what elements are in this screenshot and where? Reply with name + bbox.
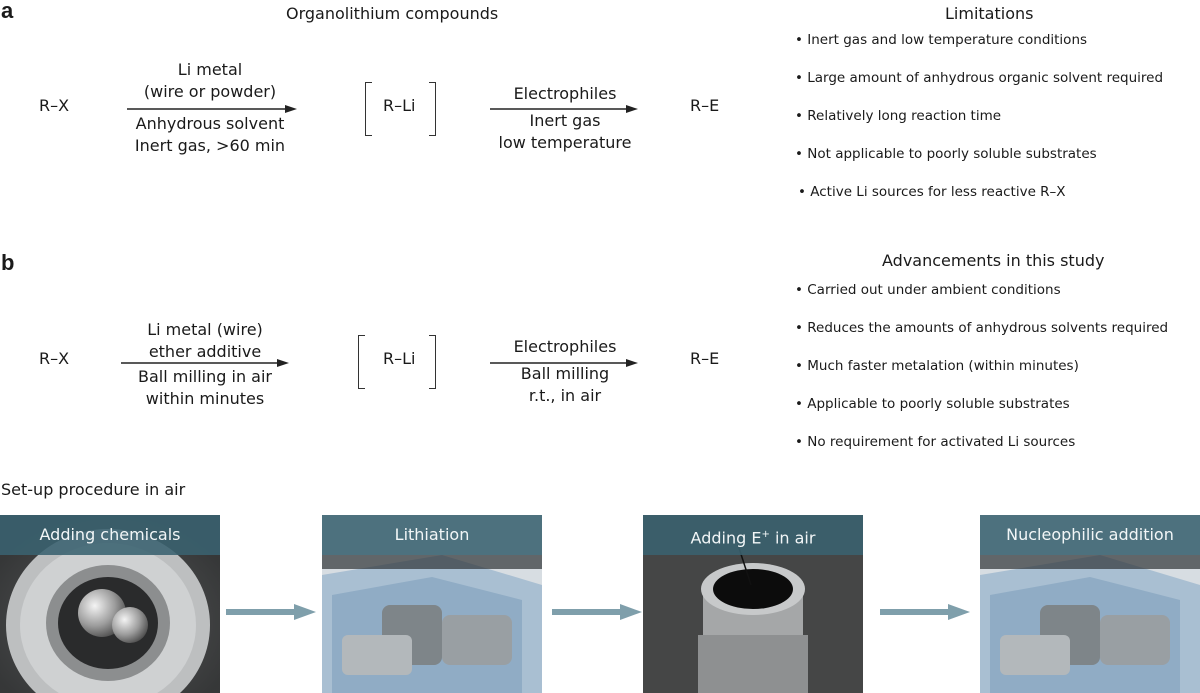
reaction-arrow-b2 <box>490 359 638 367</box>
product-a: R–E <box>690 96 720 115</box>
list-item: • Carried out under ambient conditions <box>795 282 1061 298</box>
list-item: • Active Li sources for less reactive R–… <box>798 184 1066 200</box>
intermediate-b: R–Li <box>383 349 416 368</box>
condition-line: Ball milling in air <box>137 367 272 386</box>
limitations-title: Limitations <box>945 4 1034 23</box>
list-item: • Relatively long reaction time <box>795 108 1002 124</box>
step-banner: Lithiation <box>322 515 542 555</box>
limitations-list: • Inert gas and low temperature conditio… <box>795 32 1163 222</box>
condition-line: r.t., in air <box>528 386 602 405</box>
condition-line: Inert gas, >60 min <box>134 136 286 155</box>
bracket-right-b <box>429 335 436 389</box>
list-item: • Reduces the amounts of anhydrous solve… <box>795 320 1169 336</box>
reaction-arrow-b1 <box>121 359 289 367</box>
setup-title: Set-up procedure in air <box>1 480 186 499</box>
step-banner: Nucleophilic addition <box>980 515 1200 555</box>
conditions-below-a: Anhydrous solvent Inert gas, >60 min <box>115 113 305 157</box>
advancements-list: • Carried out under ambient conditions •… <box>795 282 1168 472</box>
electrophile-superscript: + <box>761 529 770 540</box>
list-item: • Not applicable to poorly soluble subst… <box>795 146 1097 162</box>
photo-lithiation: Lithiation <box>322 515 542 693</box>
condition-line: Anhydrous solvent <box>135 114 285 133</box>
panel-a-title: Organolithium compounds <box>286 4 499 23</box>
intermediate-a: R–Li <box>383 96 416 115</box>
list-item: • Large amount of anhydrous organic solv… <box>795 70 1164 86</box>
photo-adding-electrophile: Adding E+ in air <box>643 515 863 693</box>
conditions-below-b: Ball milling in air within minutes <box>110 366 300 410</box>
step-banner: Adding chemicals <box>0 515 220 555</box>
condition-line: within minutes <box>145 389 265 408</box>
photo-adding-chemicals: Adding chemicals <box>0 515 220 693</box>
step-banner-tail: in air <box>769 528 816 548</box>
reagent-line: Li metal (wire) <box>147 320 263 339</box>
list-item: • Inert gas and low temperature conditio… <box>795 32 1088 48</box>
electrophiles-a: Electrophiles <box>513 84 617 103</box>
condition-line: Ball milling <box>520 364 610 383</box>
reagent-line: ether additive <box>148 342 262 361</box>
reagent-line: Li metal <box>177 60 243 79</box>
condition-line: low temperature <box>498 133 632 152</box>
jar-open-image <box>643 515 863 693</box>
product-b: R–E <box>690 349 720 368</box>
flow-arrow-2 <box>552 604 642 620</box>
bracket-right-a <box>429 82 436 136</box>
bracket-left-a <box>365 82 372 136</box>
advancements-title: Advancements in this study <box>882 251 1105 270</box>
panel-letter-b: b <box>1 250 15 275</box>
conditions-below-b2: Ball milling r.t., in air <box>485 363 645 407</box>
flow-arrow-1 <box>226 604 316 620</box>
electrophiles-b: Electrophiles <box>513 337 617 356</box>
condition-line: Inert gas <box>529 111 601 130</box>
list-item: • No requirement for activated Li source… <box>795 434 1076 450</box>
conditions-below-a2: Inert gas low temperature <box>485 110 645 154</box>
photo-nucleophilic-addition: Nucleophilic addition <box>980 515 1200 693</box>
flow-arrow-3 <box>880 604 970 620</box>
step-banner: Adding E+ in air <box>643 515 863 555</box>
bracket-left-b <box>358 335 365 389</box>
reagents-above-b: Li metal (wire) ether additive <box>115 319 295 363</box>
list-item: • Much faster metalation (within minutes… <box>795 358 1079 374</box>
reaction-arrow-a1 <box>127 105 297 113</box>
reactant-b: R–X <box>39 349 70 368</box>
reagent-line: (wire or powder) <box>143 82 277 101</box>
list-item: • Applicable to poorly soluble substrate… <box>795 396 1070 412</box>
step-banner-text: Adding E <box>690 528 762 548</box>
panel-letter-a: a <box>1 0 14 23</box>
reactant-a: R–X <box>39 96 70 115</box>
reaction-arrow-a2 <box>490 105 638 113</box>
reagents-above-a: Li metal (wire or powder) <box>120 59 300 103</box>
